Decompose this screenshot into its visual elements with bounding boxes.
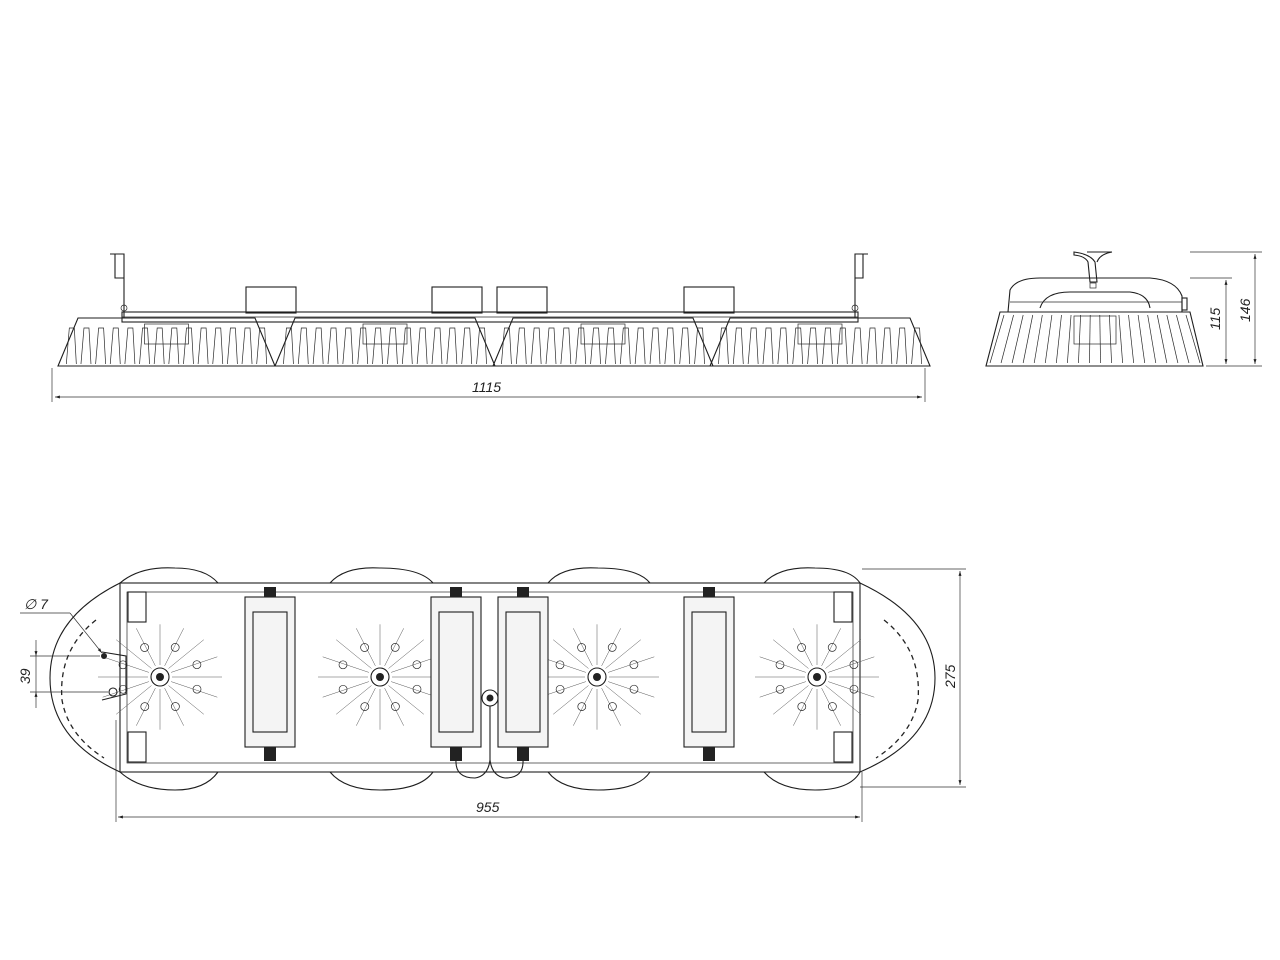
front-module-3 [492,317,714,367]
led-clusters-top [98,624,879,730]
led-cluster-4 [755,624,879,730]
drivers-top [244,587,735,761]
front-module-1 [57,317,276,367]
dim-label-275: 275 [942,664,958,689]
dim-label-955: 955 [476,799,500,815]
side-radiator-fins [989,314,1201,364]
front-module-4 [709,317,931,367]
dim-label-1115: 1115 [472,379,501,395]
dim-label-39: 39 [17,668,33,684]
side-view: 146 115 [985,251,1262,367]
front-module-2 [274,317,496,367]
led-modules-front [57,317,931,367]
dim-label-diameter: ∅ 7 [24,596,49,612]
dim-label-146: 146 [1237,298,1253,322]
led-cluster-3 [535,624,659,730]
front-view: 1115 [51,253,931,402]
led-cluster-1 [98,624,222,730]
driver-boxes-front [245,286,735,314]
dim-label-115: 115 [1207,307,1223,330]
top-view: 955 275 ∅ 7 39 [17,567,966,822]
led-cluster-2 [318,624,442,730]
